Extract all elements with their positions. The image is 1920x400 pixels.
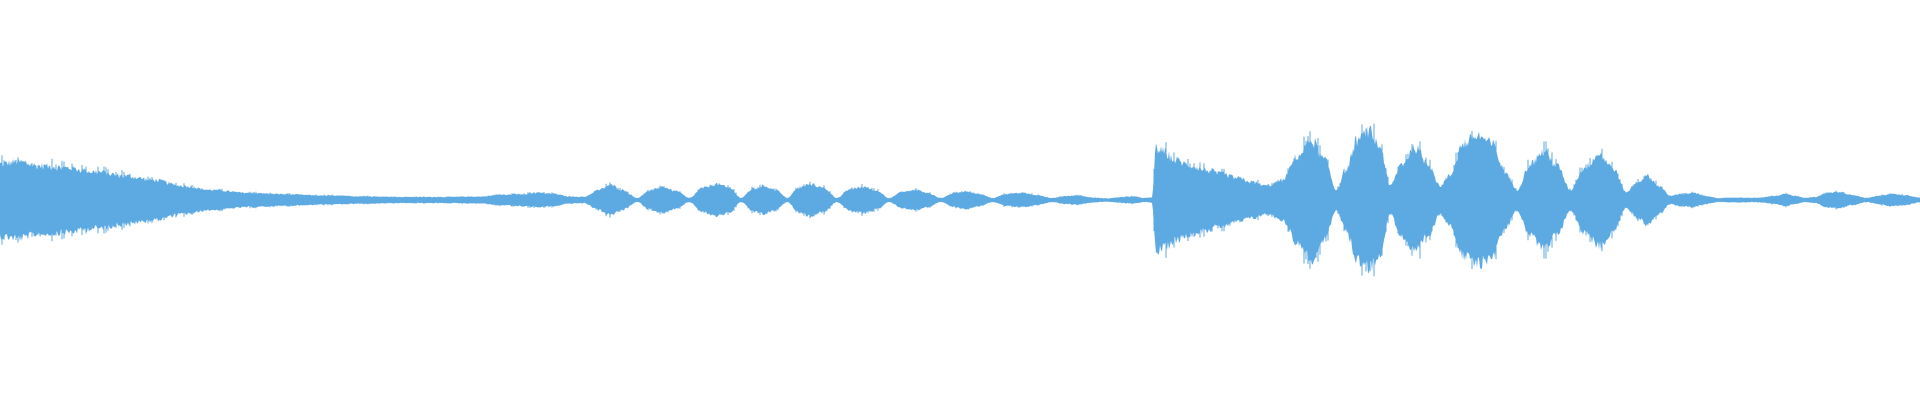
waveform-fill	[0, 125, 1920, 274]
waveform-detail-lines	[1, 123, 1915, 277]
